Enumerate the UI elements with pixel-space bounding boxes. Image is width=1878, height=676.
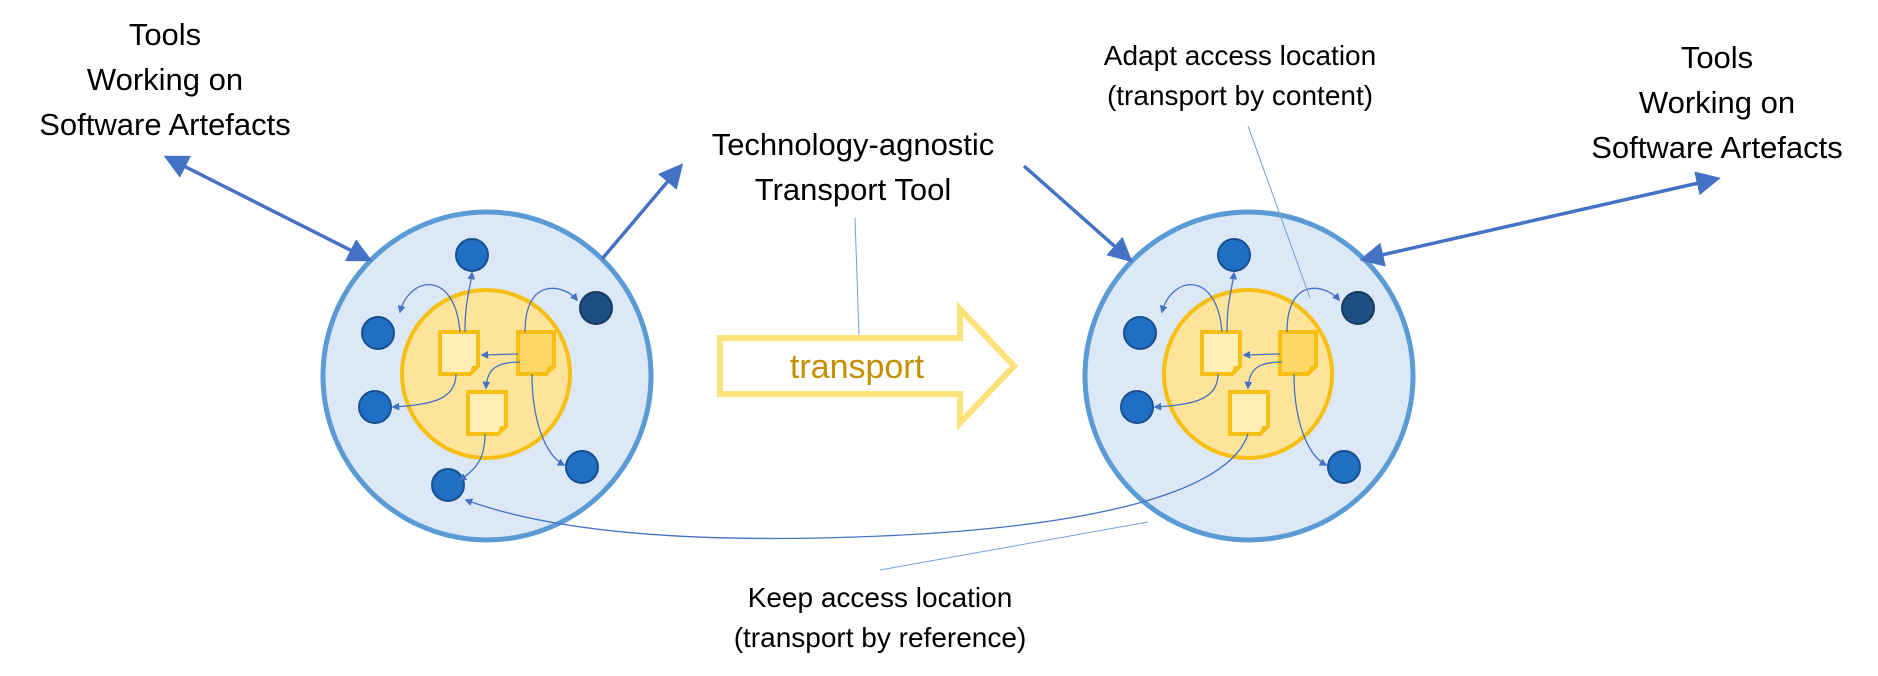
left-links: [391, 271, 578, 481]
right-node-dark: [1341, 291, 1375, 325]
adapt-access-line-1: Adapt access location: [1104, 40, 1376, 71]
transport-tool-line-2: Transport Tool: [755, 172, 951, 207]
right-node: [1120, 390, 1154, 424]
callout-lines: [854, 125, 1311, 571]
to-transport-tool-arrow: [600, 163, 684, 261]
reference-link: [464, 433, 1249, 540]
tools-left-line-3: Software Artefacts: [39, 107, 291, 142]
keep-access-label: Keep access location (transport by refer…: [734, 582, 1027, 653]
left-node-dark: [579, 291, 613, 325]
adapt-access-line-2: (transport by content): [1107, 80, 1373, 111]
transport-tool-line-1: Technology-agnostic: [712, 127, 995, 162]
left-node: [565, 450, 599, 484]
adapt-access-label: Adapt access location (transport by cont…: [1104, 40, 1376, 111]
left-document: [466, 390, 508, 436]
from-transport-tool-arrow: [1022, 164, 1133, 263]
right-document: [1200, 330, 1242, 376]
transport-tool-label: Technology-agnostic Transport Tool: [712, 127, 995, 207]
keep-access-line-2: (transport by reference): [734, 622, 1027, 653]
right-node: [1327, 450, 1361, 484]
tools-right-line-2: Working on: [1639, 85, 1795, 120]
right-document: [1228, 390, 1270, 436]
tools-right-label: Tools Working on Software Artefacts: [1591, 40, 1843, 165]
right-repository: [1082, 209, 1416, 543]
right-links: [1153, 271, 1340, 466]
left-node: [361, 316, 395, 350]
transport-arrow-label: transport: [790, 348, 925, 386]
tools-right-line-1: Tools: [1681, 40, 1753, 75]
tools-left-line-1: Tools: [129, 17, 201, 52]
transport-arrow: transport: [717, 301, 1019, 431]
right-node: [1123, 316, 1157, 350]
connector-arrows: [163, 155, 1721, 267]
right-document: [1278, 330, 1318, 376]
left-node: [455, 238, 489, 272]
left-document: [438, 330, 480, 376]
left-repository: [320, 209, 654, 543]
right-node: [1217, 238, 1251, 272]
tools-left-label: Tools Working on Software Artefacts: [39, 17, 291, 142]
tools-left-line-2: Working on: [87, 62, 243, 97]
keep-access-line-1: Keep access location: [748, 582, 1013, 613]
left-tools-arrow: [163, 155, 373, 262]
left-document: [516, 330, 556, 376]
left-node: [358, 390, 392, 424]
tools-right-line-3: Software Artefacts: [1591, 130, 1843, 165]
right-tools-arrow: [1359, 171, 1721, 267]
left-node: [431, 468, 465, 502]
